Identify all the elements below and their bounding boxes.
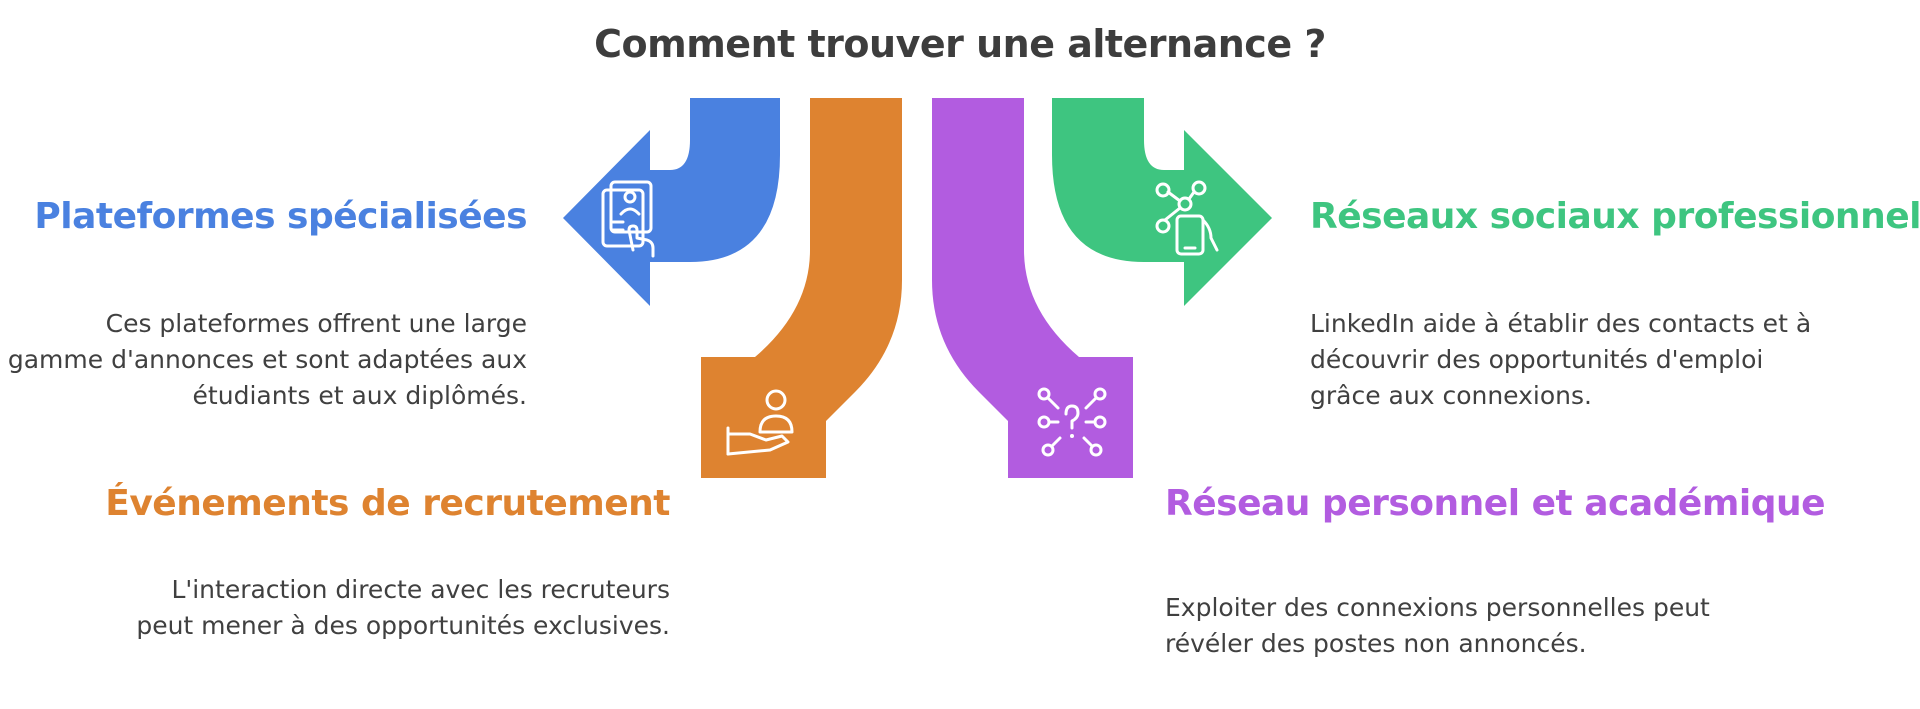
reseau-personnel-description: Exploiter des connexions personnelles pe… bbox=[1165, 590, 1725, 662]
arrow-reseau-personnel-shape bbox=[932, 98, 1133, 478]
arrow-reseaux-sociaux-shape bbox=[1052, 98, 1272, 306]
evenements-description-text: L'interaction directe avec les recruteur… bbox=[136, 575, 670, 640]
page-title: Comment trouver une alternance ? bbox=[594, 22, 1326, 66]
reseau-personnel-heading: Réseau personnel et académique bbox=[1165, 482, 1826, 526]
plateformes-heading: Plateformes spécialisées bbox=[34, 195, 527, 239]
question-network-icon bbox=[1037, 387, 1107, 457]
arrow-evenements-shape bbox=[701, 98, 902, 478]
reseau-personnel-heading-text: Réseau personnel et académique bbox=[1165, 483, 1826, 524]
reseaux-sociaux-heading-text: Réseaux sociaux professionnels bbox=[1310, 196, 1920, 237]
reseaux-sociaux-heading: Réseaux sociaux professionnels bbox=[1310, 195, 1920, 239]
profile-card-touch-icon bbox=[601, 180, 655, 258]
evenements-heading: Événements de recrutement bbox=[105, 482, 670, 526]
handshake-person-icon bbox=[726, 389, 794, 456]
plateformes-description-text: Ces plateformes offrent une large gamme … bbox=[7, 309, 527, 410]
arrow-plateformes-shape bbox=[563, 98, 780, 306]
reseaux-sociaux-description: LinkedIn aide à établir des contacts et … bbox=[1310, 306, 1830, 414]
arrow-plateformes bbox=[563, 98, 780, 306]
evenements-description: L'interaction directe avec les recruteur… bbox=[130, 572, 670, 644]
social-network-hand-icon bbox=[1155, 180, 1219, 256]
reseau-personnel-description-text: Exploiter des connexions personnelles pe… bbox=[1165, 593, 1710, 658]
arrow-reseaux-sociaux bbox=[1052, 98, 1272, 306]
plateformes-description: Ces plateformes offrent une large gamme … bbox=[7, 306, 527, 414]
arrow-evenements bbox=[701, 98, 902, 478]
evenements-heading-text: Événements de recrutement bbox=[105, 483, 670, 524]
plateformes-heading-text: Plateformes spécialisées bbox=[34, 196, 527, 237]
reseaux-sociaux-description-text: LinkedIn aide à établir des contacts et … bbox=[1310, 309, 1812, 410]
arrow-reseau-personnel bbox=[932, 98, 1133, 478]
